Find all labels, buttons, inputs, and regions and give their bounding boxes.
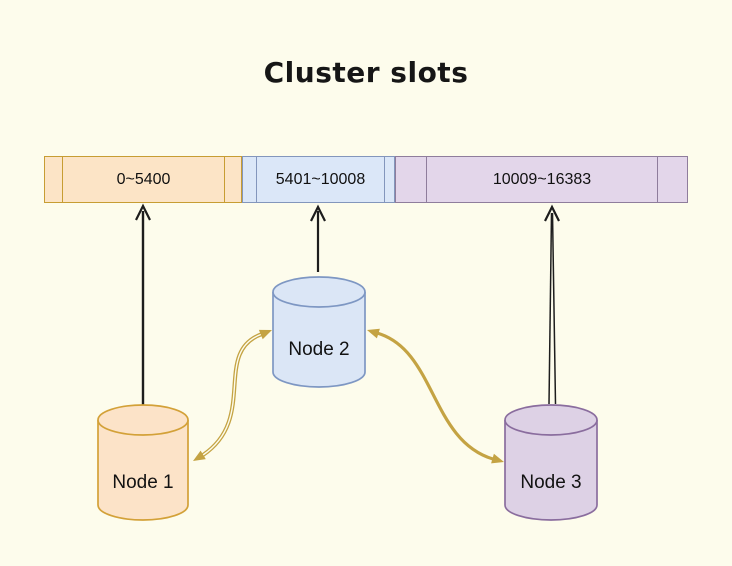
slot-segment-node3: 10009~16383 — [395, 156, 688, 203]
slot-range-label: 5401~10008 — [275, 170, 366, 188]
node2-cylinder — [272, 276, 366, 388]
page-title: Cluster slots — [263, 56, 469, 89]
cylinder-top — [272, 276, 366, 308]
segment-cap — [225, 157, 241, 202]
slot-range-label: 0~5400 — [116, 170, 171, 188]
node3-cylinder — [504, 404, 598, 521]
slot-bar: 0~5400 5401~10008 10009~16383 — [44, 156, 688, 203]
segment-cap — [396, 157, 426, 202]
cylinder-body — [97, 420, 189, 521]
node3-slot-arrow-shaft — [548, 212, 553, 405]
node3-label: Node 3 — [520, 472, 582, 493]
segment-main-cell: 5401~10008 — [256, 157, 385, 202]
link-curve — [376, 331, 494, 461]
cylinder-top — [97, 404, 189, 436]
segment-cap — [658, 157, 687, 202]
link-curve-inner — [202, 333, 263, 456]
node3-slot-arrow-shaft — [551, 212, 557, 405]
segment-main-cell: 10009~16383 — [426, 157, 658, 202]
segment-cap — [45, 157, 62, 202]
link-curve — [201, 332, 263, 457]
segment-cap — [243, 157, 256, 202]
link-arrowhead-to-node2 — [367, 328, 380, 339]
segment-cap — [385, 157, 394, 202]
node1-slot-arrowhead — [135, 203, 151, 221]
slot-segment-node2: 5401~10008 — [242, 156, 395, 203]
slot-range-label: 10009~16383 — [492, 170, 592, 188]
node1-label: Node 1 — [112, 472, 174, 493]
segment-main-cell: 0~5400 — [62, 157, 225, 202]
link-arrowhead-to-node2 — [258, 329, 272, 340]
link-arrowhead-to-node1 — [193, 450, 206, 461]
link-arrowhead-to-node3 — [491, 453, 504, 464]
node2-slot-arrowhead — [310, 204, 326, 222]
cylinder-top — [504, 404, 598, 436]
link-node2-node3 — [367, 328, 504, 464]
node2-label: Node 2 — [288, 339, 350, 360]
node1-cylinder — [97, 404, 189, 521]
node3-slot-arrowhead — [544, 204, 560, 222]
cylinder-body — [504, 420, 598, 521]
slot-segment-node1: 0~5400 — [44, 156, 242, 203]
slot-pointer-arrows — [135, 203, 560, 405]
